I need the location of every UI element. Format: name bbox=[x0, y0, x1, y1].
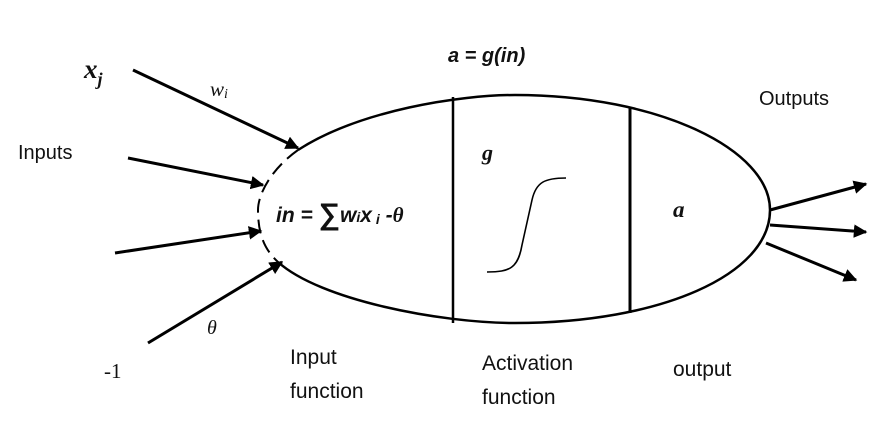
label-xj: xj bbox=[83, 54, 104, 89]
input-arrow-3 bbox=[114, 226, 263, 255]
caption-activation-function-line2: function bbox=[482, 386, 556, 409]
output-arrow-3 bbox=[765, 241, 858, 282]
caption-input-function-line1: Input bbox=[290, 346, 337, 369]
caption-activation-function-line1: Activation bbox=[482, 352, 573, 375]
label-g: g bbox=[481, 140, 493, 165]
output-arrow-1 bbox=[769, 180, 868, 212]
label-outputs: Outputs bbox=[759, 88, 829, 110]
neuron-body-dashed-edge bbox=[256, 149, 299, 263]
input-arrow-bias bbox=[147, 260, 284, 345]
caption-input-function-line2: function bbox=[290, 380, 364, 403]
label-wi: wi bbox=[210, 77, 228, 102]
label-minus-one: -1 bbox=[104, 359, 122, 383]
label-activation-equation: a = g(in) bbox=[448, 45, 526, 67]
output-arrow-2 bbox=[769, 223, 868, 238]
label-theta: θ bbox=[207, 317, 217, 339]
sigmoid-curve bbox=[486, 177, 567, 273]
label-inputs: Inputs bbox=[18, 142, 72, 164]
input-arrow-1 bbox=[132, 68, 300, 150]
label-a: a bbox=[673, 197, 685, 222]
caption-output: output bbox=[673, 358, 732, 381]
input-arrow-2 bbox=[127, 156, 265, 190]
